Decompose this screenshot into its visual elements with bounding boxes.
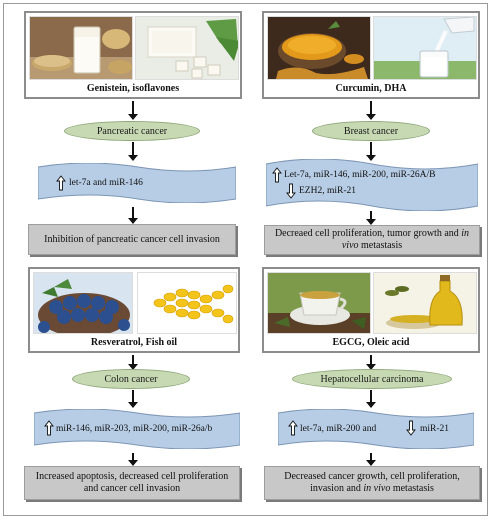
panel-hepatocellular: EGCG, Oleic acid Hepatocellular carcinom… bbox=[256, 267, 491, 517]
downregulated-mirna-text: miR-21 bbox=[420, 424, 450, 434]
outcome-suffix-text: metastasis bbox=[392, 483, 434, 494]
food-photo-box: Resveratrol, Fish oil bbox=[28, 267, 240, 353]
fish-oil-capsules-photo bbox=[137, 272, 237, 334]
outcome-text: Decreaed cell proliferation, tumor growt… bbox=[274, 228, 459, 239]
figure-frame: Genistein, isoflavones Pancreatic cancer… bbox=[3, 3, 488, 516]
olive-oil-photo bbox=[373, 272, 477, 334]
tofu-photo bbox=[135, 16, 239, 80]
outcome-italic-text: in vivo bbox=[341, 228, 470, 251]
panel-colon: Resveratrol, Fish oil Colon cancer miR-1… bbox=[16, 267, 256, 517]
compound-caption: Genistein, isoflavones bbox=[86, 83, 180, 94]
outcome-italic-text: in vivo bbox=[363, 483, 391, 494]
downregulated-mirna-text: EZH2, miR-21 bbox=[299, 186, 356, 196]
flow-arrow bbox=[128, 355, 138, 370]
flow-arrow bbox=[366, 355, 376, 370]
cancer-type-pill: Breast cancer bbox=[312, 121, 430, 141]
outcome-box: Inhibition of pancreatic cancer cell inv… bbox=[28, 224, 236, 255]
mirna-banner: Let-7a, miR-146, miR-200, miR-26A/B EZH2… bbox=[266, 159, 478, 211]
upregulated-mirna-text: miR-146, miR-203, miR-200, miR-26a/b bbox=[56, 424, 213, 434]
upregulated-mirna-text: let-7a and miR-146 bbox=[69, 178, 143, 188]
flow-arrow bbox=[366, 453, 376, 466]
flow-arrow bbox=[128, 390, 138, 408]
food-photo-box: Genistein, isoflavones bbox=[24, 11, 242, 99]
cancer-type-pill: Colon cancer bbox=[72, 369, 190, 389]
food-photo-box: Curcumin, DHA bbox=[262, 11, 480, 99]
outcome-box: Increased apoptosis, decreased cell prol… bbox=[24, 466, 240, 500]
flow-arrow bbox=[128, 207, 138, 224]
upregulated-mirna-text: let-7a, miR-200 and bbox=[300, 424, 377, 434]
upregulated-mirna-text: Let-7a, miR-146, miR-200, miR-26A/B bbox=[284, 170, 436, 180]
compound-caption: EGCG, Oleic acid bbox=[332, 337, 410, 348]
compound-caption: Curcumin, DHA bbox=[335, 83, 407, 94]
outcome-suffix-text: metastasis bbox=[361, 240, 403, 251]
flow-arrow bbox=[366, 142, 376, 161]
flow-arrow bbox=[128, 453, 138, 466]
outcome-text: Decreased cancer growth, cell proliferat… bbox=[284, 471, 460, 494]
mirna-banner: let-7a and miR-146 bbox=[38, 163, 236, 203]
food-photo-box: EGCG, Oleic acid bbox=[262, 267, 480, 353]
cancer-type-pill: Hepatocellular carcinoma bbox=[292, 369, 452, 389]
mirna-banner: miR-146, miR-203, miR-200, miR-26a/b bbox=[34, 409, 240, 449]
flow-arrow bbox=[128, 101, 138, 120]
panel-pancreatic: Genistein, isoflavones Pancreatic cancer… bbox=[16, 11, 256, 261]
panel-breast: Curcumin, DHA Breast cancer Let-7a, miR-… bbox=[256, 11, 491, 261]
turmeric-powder-photo bbox=[267, 16, 371, 80]
green-tea-photo bbox=[267, 272, 371, 334]
soy-milk-and-soybeans-photo bbox=[29, 16, 133, 80]
cancer-type-pill: Pancreatic cancer bbox=[64, 121, 200, 141]
outcome-box: Decreased cancer growth, cell proliferat… bbox=[264, 466, 480, 500]
blueberries-photo bbox=[33, 272, 133, 334]
flow-arrow bbox=[128, 142, 138, 161]
flow-arrow bbox=[366, 101, 376, 120]
flow-arrow bbox=[366, 390, 376, 408]
compound-caption: Resveratrol, Fish oil bbox=[90, 337, 178, 348]
milk-pouring-photo bbox=[373, 16, 477, 80]
outcome-box: Decreaed cell proliferation, tumor growt… bbox=[264, 225, 480, 255]
mirna-banner: let-7a, miR-200 and miR-21 bbox=[278, 409, 474, 449]
flow-arrow bbox=[366, 211, 376, 225]
